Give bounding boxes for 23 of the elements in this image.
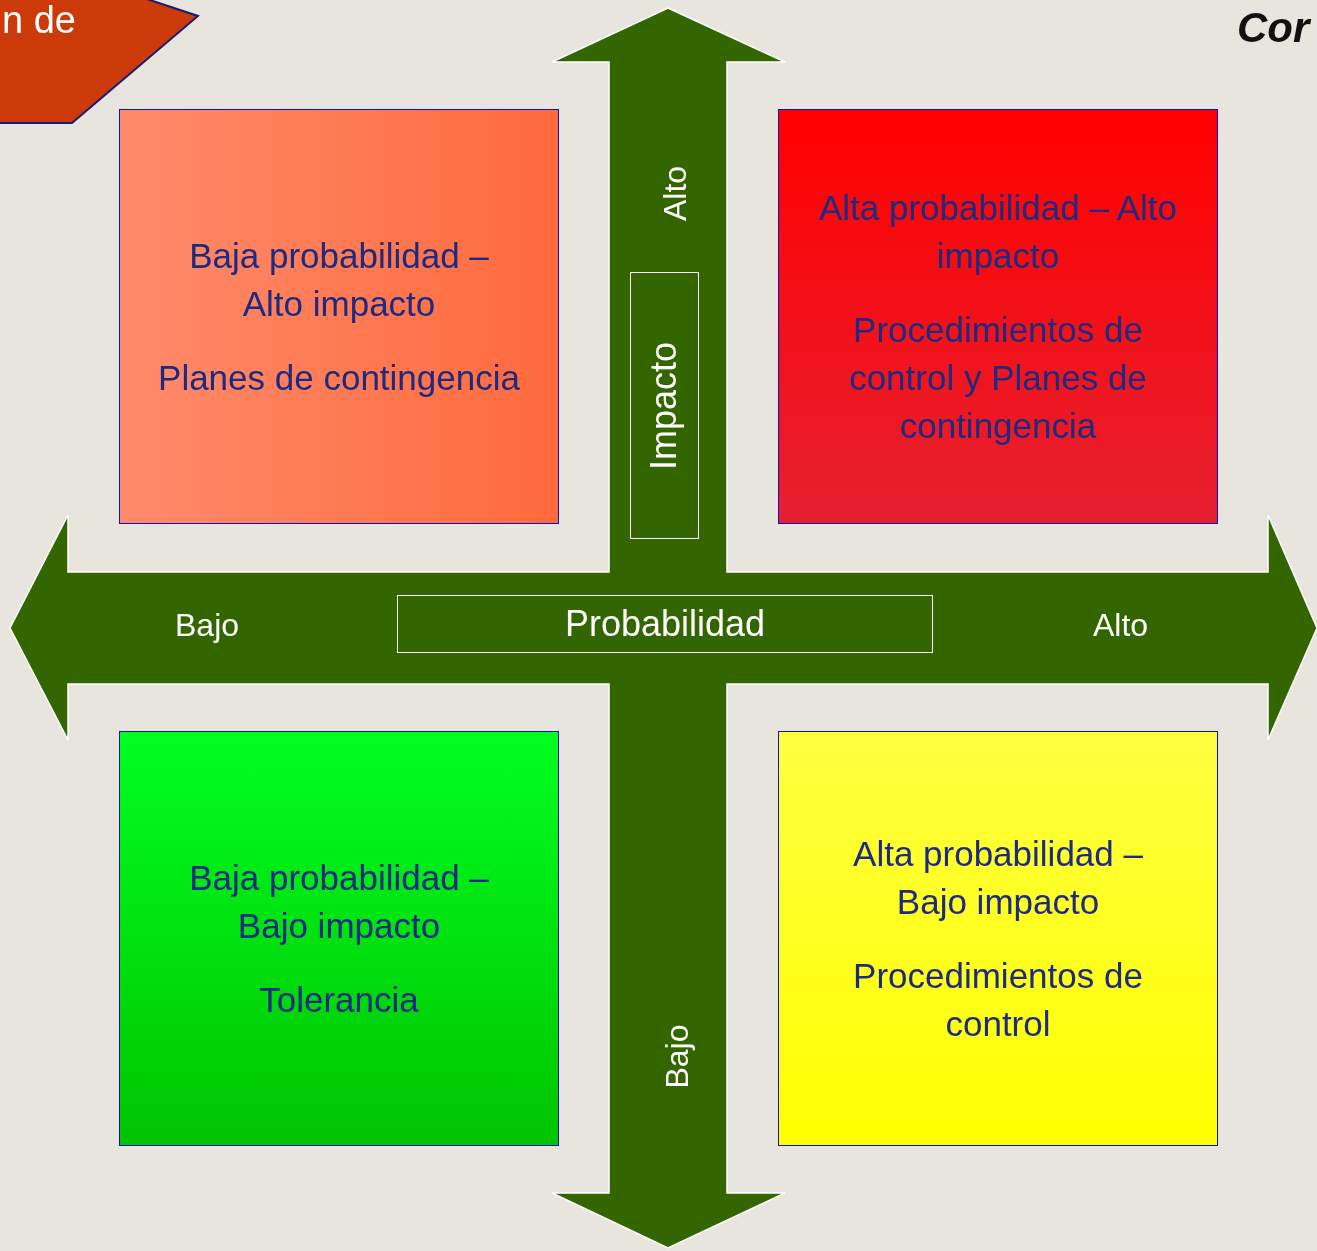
axis-label: Alto <box>1093 607 1149 644</box>
axis-label: Bajo <box>175 607 240 644</box>
quadrant-text: Procedimientos de control y Planes de contingencia <box>848 308 1148 447</box>
title-banner <box>0 0 200 124</box>
quadrant-box <box>119 109 559 524</box>
axis-title: Impacto <box>643 341 686 470</box>
axis-title-box <box>630 272 699 539</box>
quadrant-text: Alta probabilidad – Bajo impacto <box>852 832 1144 923</box>
axis-title: Probabilidad <box>564 603 766 645</box>
quadrant-text: Baja probabilidad – Bajo impacto <box>188 856 490 947</box>
quadrant-box <box>778 731 1218 1146</box>
quadrant-text: Procedimientos de control <box>852 954 1144 1045</box>
quadrant-text: Planes de contingencia <box>158 356 520 399</box>
axis-label: Alto <box>657 165 695 222</box>
quadrant-text: Baja probabilidad – Alto impacto <box>188 234 490 325</box>
heading-fragment: Cor <box>1237 4 1310 52</box>
quadrant-box <box>119 731 559 1146</box>
axis-title-box <box>397 595 933 653</box>
banner-text: n de <box>2 0 76 42</box>
quadrant-text: Alta probabilidad – Alto impacto <box>817 186 1178 277</box>
quadrant-text: Tolerancia <box>259 978 419 1021</box>
axis-label: Bajo <box>658 1024 696 1089</box>
quadrant-box <box>778 109 1218 524</box>
